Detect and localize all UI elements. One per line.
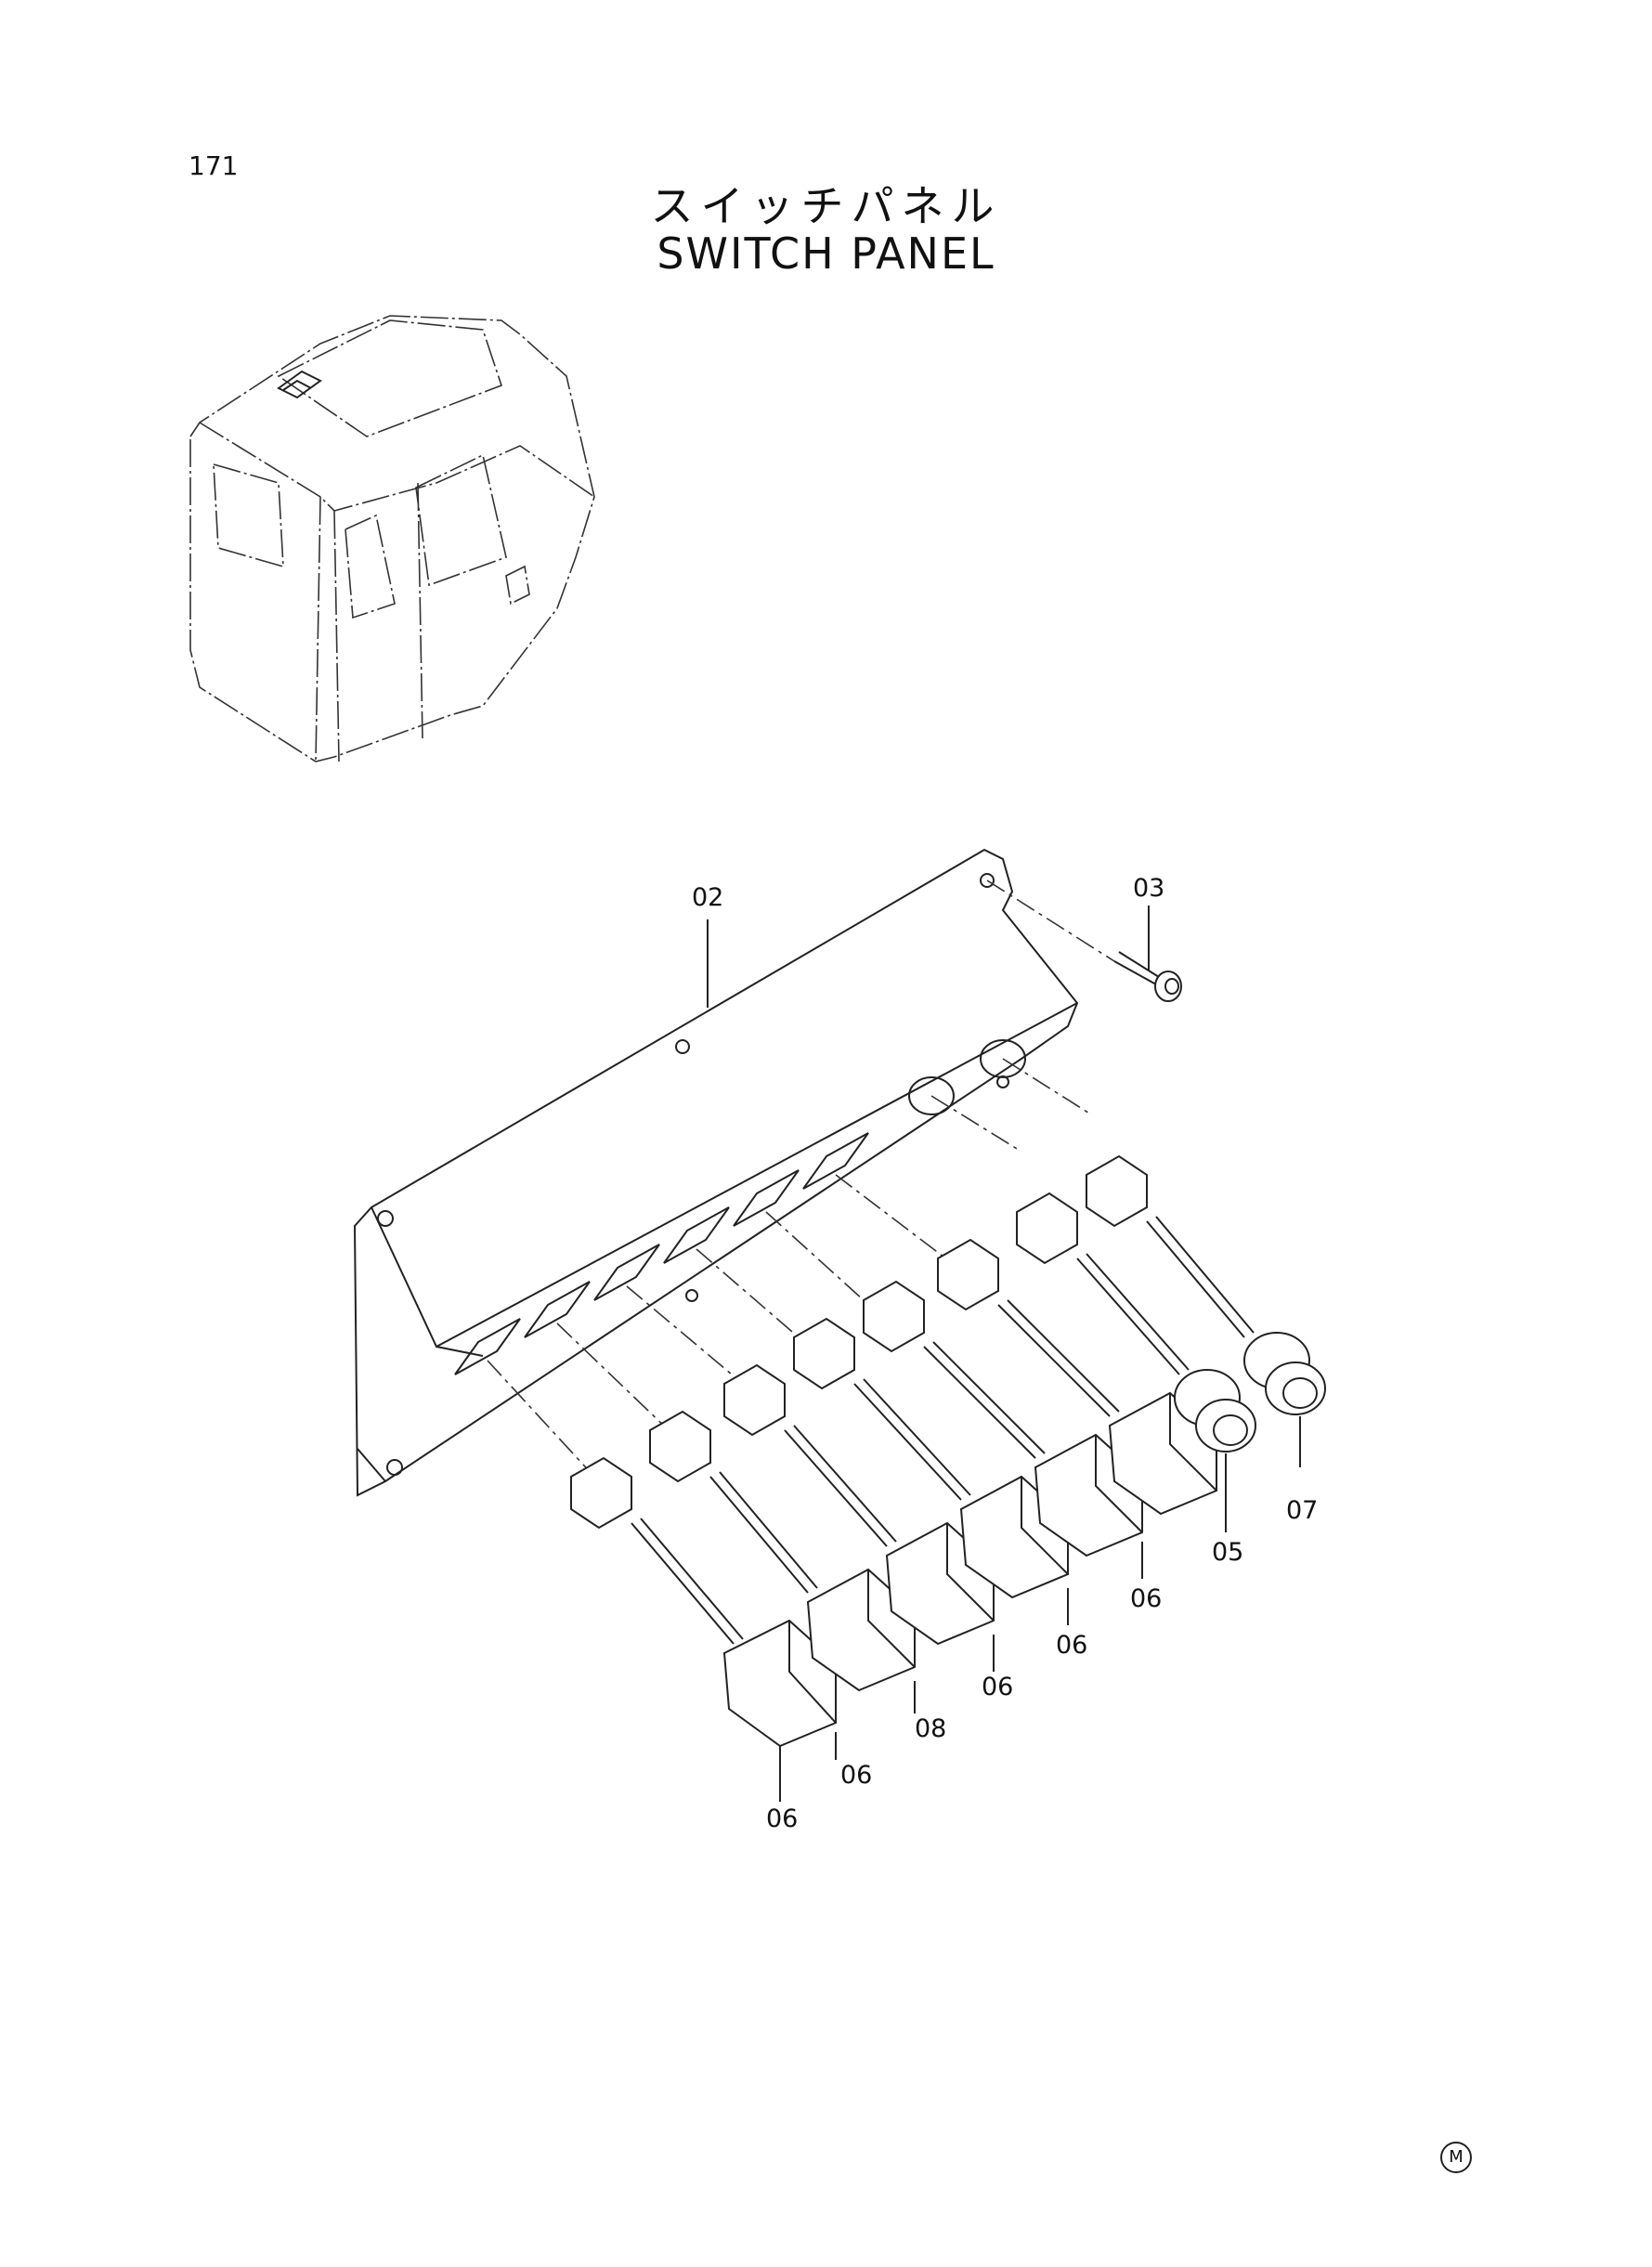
rocker-switch-6 <box>937 1238 1217 1516</box>
callout-06-a: 06 <box>1130 1584 1162 1613</box>
rocker-switch-2 <box>649 1410 916 1692</box>
callout-03: 03 <box>1133 874 1164 903</box>
round-switch-07 <box>1086 1154 1326 1415</box>
cab-overview-illustration <box>189 315 595 762</box>
round-switch-assemblies <box>1016 1154 1326 1453</box>
callout-06-b: 06 <box>1056 1631 1087 1660</box>
manufacturer-mark: M <box>1440 2142 1472 2173</box>
round-switch-05 <box>1016 1192 1256 1453</box>
callout-07: 07 <box>1286 1496 1318 1525</box>
callout-leaders <box>707 905 1301 1802</box>
callout-06-d: 06 <box>840 1761 872 1790</box>
rocker-switch-assemblies <box>570 1238 1217 1748</box>
callout-05: 05 <box>1212 1538 1243 1567</box>
callout-labels: 02 03 07 05 06 06 06 08 06 06 <box>692 874 1318 1833</box>
assembly-guide-lines <box>487 1058 1092 1478</box>
callout-02: 02 <box>692 883 723 912</box>
rocker-switch-1 <box>570 1456 837 1748</box>
switch-panel-plate <box>353 848 1079 1497</box>
title-english: SWITCH PANEL <box>657 228 995 279</box>
title-japanese: スイッチパネル <box>650 181 1002 231</box>
mounting-screw <box>986 879 1182 1002</box>
callout-06-e: 06 <box>766 1804 798 1833</box>
page-number: 171 <box>189 150 239 181</box>
callout-08: 08 <box>915 1714 946 1743</box>
callout-06-c: 06 <box>982 1673 1013 1701</box>
